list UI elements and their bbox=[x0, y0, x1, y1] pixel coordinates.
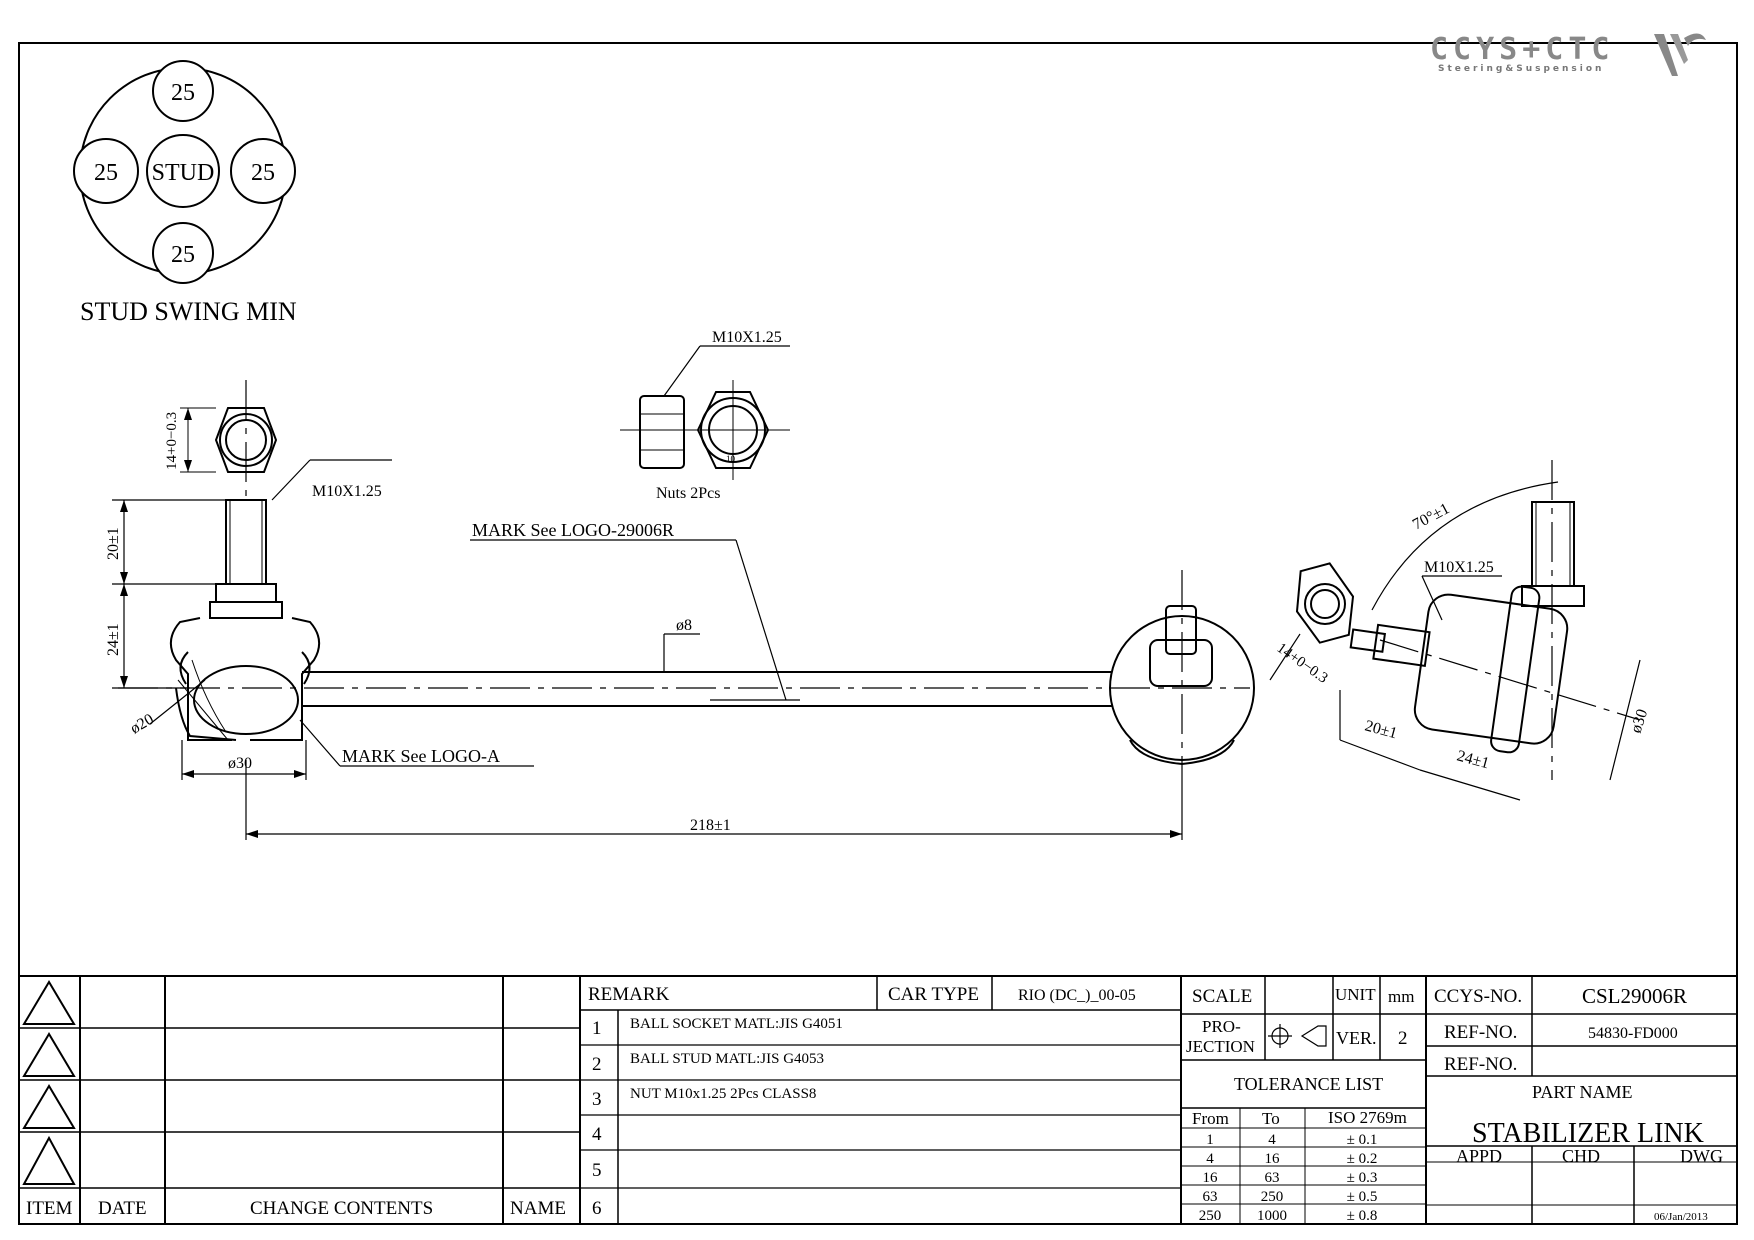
tol-row-2-tol: ± 0.2 bbox=[1347, 1151, 1378, 1167]
remark-row-3-text: NUT M10x1.25 2Pcs CLASS8 bbox=[630, 1086, 816, 1102]
remark-row-2-no: 2 bbox=[592, 1054, 602, 1075]
projection-label-1: PRO- bbox=[1202, 1017, 1241, 1036]
left-thread-label: M10X1.25 bbox=[312, 483, 382, 500]
mark-logo-29006r: MARK See LOGO-29006R bbox=[472, 520, 674, 540]
tol-row-4-tol: ± 0.5 bbox=[1347, 1189, 1378, 1205]
sheet-border bbox=[18, 42, 1738, 1225]
swing-angle-right: 25 bbox=[251, 160, 275, 186]
ver-label: VER. bbox=[1336, 1028, 1377, 1048]
remark-row-3-no: 3 bbox=[592, 1089, 602, 1110]
car-type-label: CAR TYPE bbox=[888, 984, 979, 1005]
tol-row-1-tol: ± 0.1 bbox=[1347, 1132, 1378, 1148]
projection-label-2: JECTION bbox=[1186, 1037, 1255, 1056]
drawing-date: 06/Jan/2013 bbox=[1654, 1211, 1708, 1223]
remark-row-2-text: BALL STUD MATL:JIS G4053 bbox=[630, 1051, 824, 1067]
unit-label: UNIT bbox=[1335, 985, 1376, 1004]
remark-row-1-text: BALL SOCKET MATL:JIS G4051 bbox=[630, 1016, 843, 1032]
right-dia-dim: ø30 bbox=[1628, 707, 1652, 735]
right-thread-label: M10X1.25 bbox=[1424, 559, 1494, 576]
ref-no-label: REF-NO. bbox=[1444, 1022, 1517, 1043]
remark-row-4-no: 4 bbox=[592, 1124, 602, 1145]
left-stud-length-dim: 20±1 bbox=[105, 527, 122, 560]
ref-no-value: 54830-FD000 bbox=[1588, 1025, 1678, 1042]
logo-mark-icon bbox=[1654, 33, 1706, 76]
tol-row-5-to: 1000 bbox=[1257, 1208, 1287, 1224]
nut-size-mark: 10 bbox=[726, 454, 736, 464]
remark-row-1-no: 1 bbox=[592, 1018, 602, 1039]
tol-row-3-to: 63 bbox=[1265, 1170, 1280, 1186]
body-dia-dim: ø30 bbox=[228, 755, 252, 772]
tol-header-from: From bbox=[1192, 1109, 1229, 1128]
tol-row-2-from: 4 bbox=[1206, 1151, 1214, 1167]
ref-no-label-2: REF-NO. bbox=[1444, 1054, 1517, 1075]
left-hex-dim: 14+0−0.3 bbox=[164, 412, 180, 470]
left-body-length-dim: 24±1 bbox=[105, 623, 122, 656]
tol-row-1-from: 1 bbox=[1206, 1132, 1214, 1148]
ccys-no-value: CSL29006R bbox=[1582, 984, 1687, 1008]
car-type-value: RIO (DC_)_00-05 bbox=[1018, 987, 1136, 1004]
rev-header-date: DATE bbox=[98, 1198, 147, 1219]
tol-row-3-from: 16 bbox=[1203, 1170, 1219, 1186]
rev-header-name: NAME bbox=[510, 1198, 566, 1219]
remark-title: REMARK bbox=[588, 984, 670, 1005]
logo-text: CCYS+CTC bbox=[1430, 32, 1615, 67]
tol-row-1-to: 4 bbox=[1268, 1132, 1276, 1148]
part-name-label: PART NAME bbox=[1532, 1082, 1632, 1102]
tol-row-4-to: 250 bbox=[1261, 1189, 1284, 1205]
mark-logo-a: MARK See LOGO-A bbox=[342, 746, 500, 766]
chd-label: CHD bbox=[1562, 1146, 1600, 1166]
tol-row-4-from: 63 bbox=[1203, 1189, 1218, 1205]
remark-row-5-no: 5 bbox=[592, 1160, 602, 1181]
tol-row-5-from: 250 bbox=[1199, 1208, 1222, 1224]
tolerance-title: TOLERANCE LIST bbox=[1234, 1074, 1383, 1094]
rev-header-item: ITEM bbox=[26, 1198, 73, 1219]
part-name-value: STABILIZER LINK bbox=[1472, 1118, 1704, 1149]
nut-caption: Nuts 2Pcs bbox=[656, 485, 720, 502]
tol-row-5-tol: ± 0.8 bbox=[1347, 1208, 1378, 1224]
nut-thread-label: M10X1.25 bbox=[712, 329, 782, 346]
right-body-length-dim: 24±1 bbox=[1455, 747, 1491, 772]
scale-label: SCALE bbox=[1192, 986, 1252, 1007]
swing-angle-top: 25 bbox=[171, 80, 195, 106]
dwg-label: DWG bbox=[1680, 1146, 1723, 1166]
overall-length-dim: 218±1 bbox=[690, 817, 731, 834]
ccys-no-label: CCYS-NO. bbox=[1434, 986, 1522, 1007]
swing-stud-label: STUD bbox=[152, 160, 215, 186]
swing-angle-left: 25 bbox=[94, 160, 118, 186]
brand-logo: CCYS+CTC Steering&Suspension bbox=[1430, 24, 1710, 84]
right-stud-length-dim: 20±1 bbox=[1363, 717, 1399, 742]
ball-dia-dim: ø20 bbox=[128, 711, 157, 738]
tol-row-2-to: 16 bbox=[1265, 1151, 1281, 1167]
logo-tagline: Steering&Suspension bbox=[1438, 64, 1605, 74]
ver-value: 2 bbox=[1398, 1028, 1408, 1049]
swing-title: STUD SWING MIN bbox=[80, 297, 297, 326]
tol-row-3-tol: ± 0.3 bbox=[1347, 1170, 1378, 1186]
appd-label: APPD bbox=[1456, 1146, 1502, 1166]
swing-angle-bottom: 25 bbox=[171, 242, 195, 268]
tol-header-to: To bbox=[1262, 1109, 1280, 1128]
rev-header-change: CHANGE CONTENTS bbox=[250, 1198, 433, 1219]
unit-value: mm bbox=[1388, 987, 1414, 1006]
right-hex-dim: 14+0−0.3 bbox=[1274, 640, 1331, 686]
tol-header-iso: ISO 2769m bbox=[1328, 1108, 1407, 1127]
remark-row-6-no: 6 bbox=[592, 1198, 602, 1219]
rod-dia-dim: ø8 bbox=[676, 617, 692, 634]
right-angle-dim: 70°±1 bbox=[1410, 500, 1453, 533]
